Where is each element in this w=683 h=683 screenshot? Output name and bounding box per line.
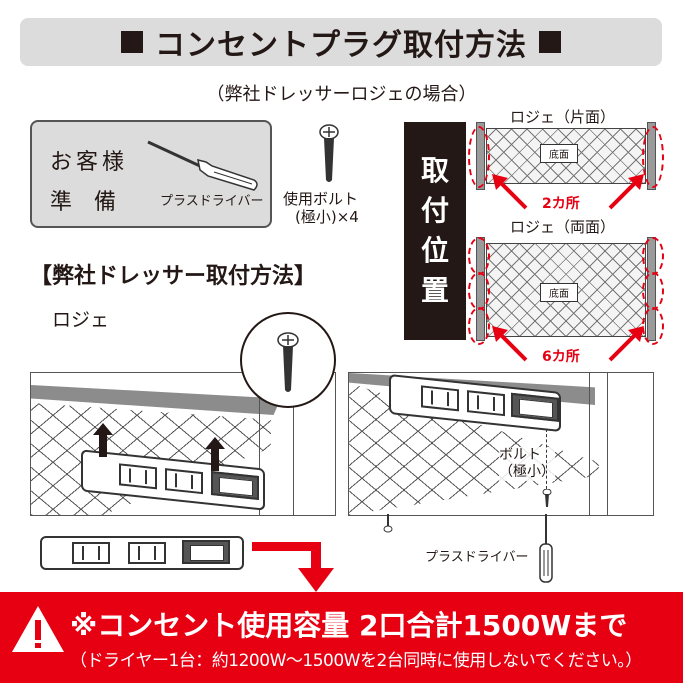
screwdriver-icon — [539, 514, 553, 583]
bolt-icon — [277, 332, 299, 392]
screwdriver-icon — [147, 140, 258, 191]
install-screwdriver-label: プラスドライバー — [425, 550, 529, 565]
double-sided-title: ロジェ（両面） — [510, 218, 616, 236]
mount-point-marker — [468, 237, 490, 275]
prep-heading-line1: お客様 — [50, 150, 129, 175]
page-title: コンセントプラグ取付方法 — [155, 28, 527, 63]
warning-icon — [12, 606, 64, 652]
power-strip-front — [40, 536, 244, 570]
band-char: 取 — [420, 154, 449, 187]
mount-point-marker — [468, 272, 490, 310]
single-sided-title: ロジェ（片面） — [510, 108, 616, 126]
guide-line — [546, 429, 547, 489]
switch-icon — [182, 540, 230, 564]
red-arrows-icon — [492, 326, 644, 362]
mount-point-marker — [642, 126, 664, 188]
model-label: ロジェ — [52, 309, 110, 331]
mount-point-marker — [642, 237, 664, 275]
square-bullet-icon — [539, 31, 561, 53]
section-heading: 【弊社ドレッサー取付方法】 — [30, 264, 317, 289]
title-bar: コンセントプラグ取付方法 — [20, 18, 662, 66]
mount-point-marker — [642, 272, 664, 310]
bolt-label-line1: ボルト — [499, 447, 541, 463]
frame-line — [259, 373, 260, 515]
customer-preparation-box: お客様 準備 プラスドライバー — [30, 120, 272, 228]
frame-line — [293, 373, 294, 515]
bolt-magnifier — [240, 312, 336, 408]
floor-label: 底面 — [540, 144, 578, 163]
double-sided-diagram: 底面 — [468, 237, 664, 345]
band-char: 位 — [420, 234, 449, 267]
warning-banner: ※コンセント使用容量 2口合計1500Wまで （ドライヤー1台：約1200W～1… — [0, 592, 683, 683]
screwdriver-label: プラスドライバー — [160, 194, 264, 209]
mount-point-marker — [468, 126, 490, 188]
bolt-icon — [383, 514, 393, 533]
double-sided-count: 6カ所 — [542, 349, 580, 365]
floor-label: 底面 — [540, 283, 578, 302]
mounting-position-band: 取 付 位 置 — [404, 122, 466, 340]
switch-icon — [511, 392, 559, 422]
bolt-caption-line2: (極小)×4 — [295, 208, 359, 226]
outlet-icon — [72, 542, 110, 564]
bolt-caption-line1: 使用ボルト — [283, 190, 359, 208]
prep-heading-line2: 準備 — [50, 190, 139, 215]
outlet-icon — [128, 542, 166, 564]
frame-line — [589, 373, 590, 515]
square-bullet-icon — [121, 31, 143, 53]
red-turn-arrow-icon — [252, 542, 334, 592]
band-char: 付 — [420, 194, 449, 227]
mount-point-marker — [468, 307, 490, 345]
up-arrows-icon — [93, 423, 225, 471]
mount-point-marker — [642, 307, 664, 345]
bolt-label-line2: （極小） — [499, 464, 555, 480]
page-subtitle: （弊社ドレッサーロジェの場合） — [206, 84, 477, 105]
band-char: 置 — [420, 274, 449, 307]
bolt-label: ボルト （極小） — [499, 447, 555, 481]
single-sided-count: 2カ所 — [542, 196, 580, 212]
outlet-icon — [467, 390, 505, 417]
warning-sub-text: （ドライヤー1台：約1200W～1500Wを2台同時に使用しないでください。） — [70, 651, 642, 671]
install-illustration-left — [30, 372, 336, 516]
frame-line — [607, 373, 608, 515]
bolt-icon — [319, 124, 339, 182]
single-sided-diagram: 底面 — [468, 122, 664, 190]
bolt-caption: 使用ボルト (極小)×4 — [283, 190, 359, 226]
red-arrows-icon — [492, 174, 644, 210]
warning-main-text: ※コンセント使用容量 2口合計1500Wまで — [70, 609, 628, 642]
bolt-icon — [542, 489, 552, 507]
outlet-icon — [421, 385, 459, 412]
install-illustration-right: ボルト （極小） — [348, 372, 654, 516]
